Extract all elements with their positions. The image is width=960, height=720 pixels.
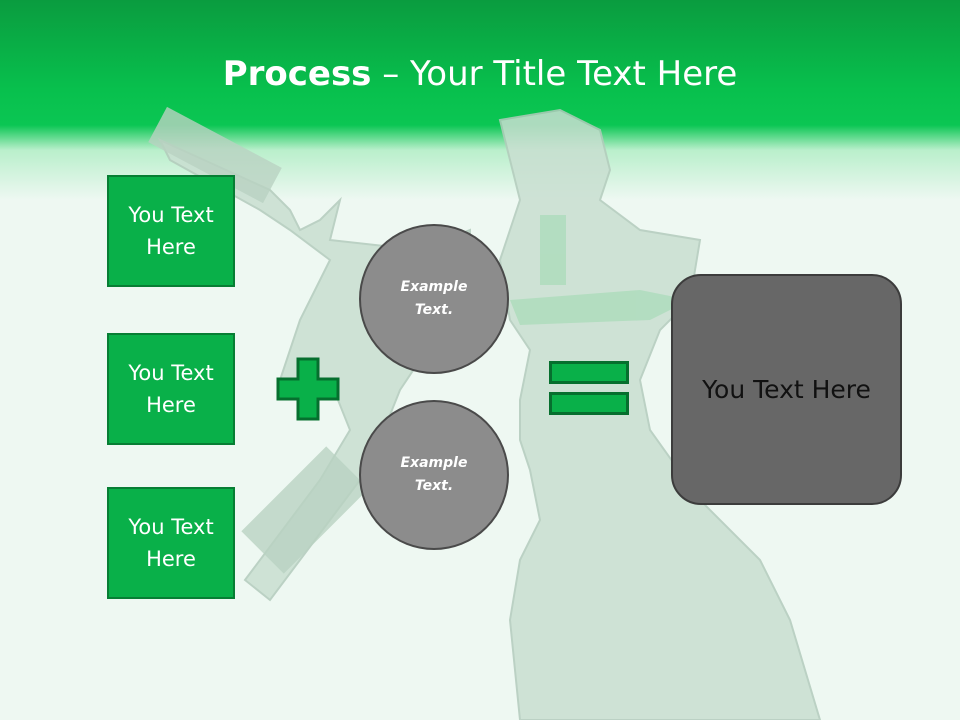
input-box-label: You Text Here: [128, 515, 214, 571]
result-box[interactable]: You Text Here: [671, 274, 902, 505]
input-box-label: You Text Here: [128, 203, 214, 259]
title-bold: Process: [222, 54, 372, 94]
input-box-label: You Text Here: [128, 361, 214, 417]
plus-icon: [276, 357, 340, 421]
example-circle-2[interactable]: Example Text.: [359, 400, 509, 550]
example-circle-1[interactable]: Example Text.: [359, 224, 509, 374]
header-band: [0, 0, 960, 200]
input-box-3[interactable]: You Text Here: [107, 487, 235, 599]
equals-icon: [549, 361, 629, 415]
slide-title: Process – Your Title Text Here: [0, 52, 960, 96]
example-circle-label: Example Text.: [400, 455, 468, 494]
input-box-1[interactable]: You Text Here: [107, 175, 235, 287]
input-box-2[interactable]: You Text Here: [107, 333, 235, 445]
example-circle-label: Example Text.: [400, 279, 468, 318]
title-rest: – Your Title Text Here: [371, 54, 738, 94]
result-label: You Text Here: [702, 374, 871, 404]
